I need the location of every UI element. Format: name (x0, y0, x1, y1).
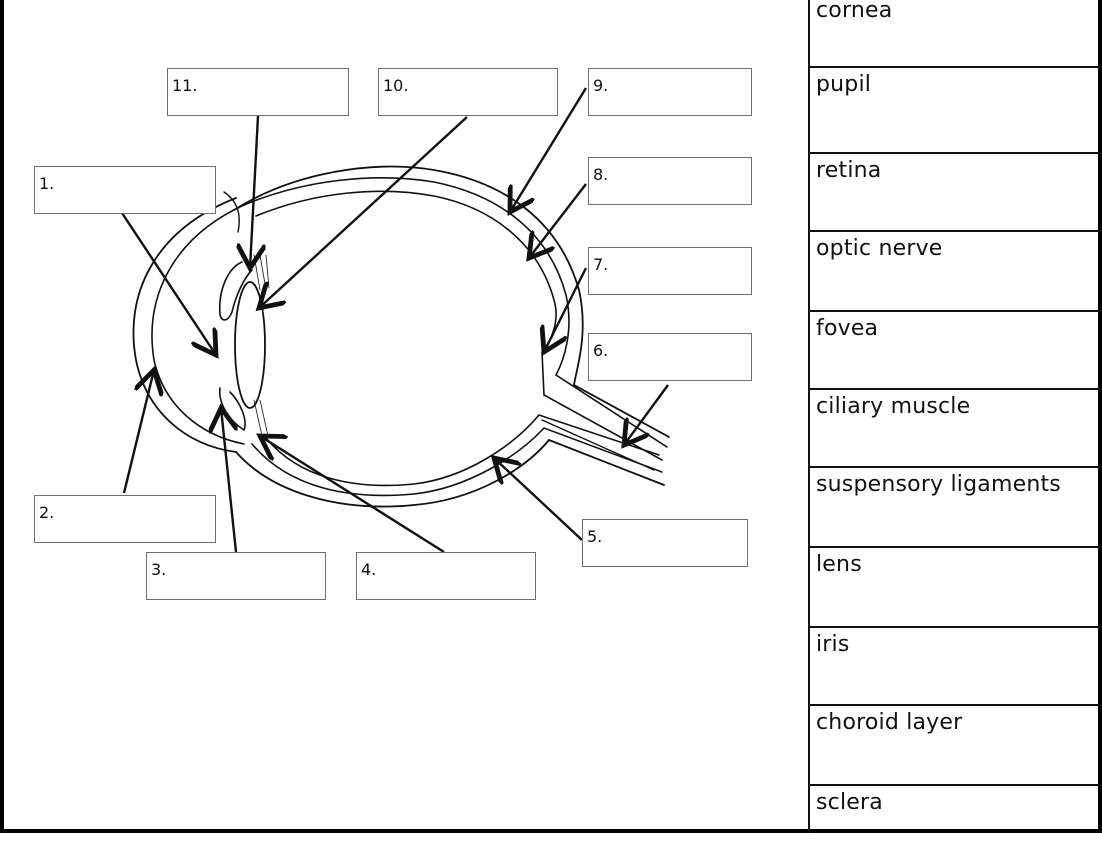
arrow-3 (221, 408, 236, 553)
word-bank-item: iris (810, 626, 1102, 704)
retina-outline-lower (265, 414, 660, 487)
label-box-7[interactable]: 7. (588, 247, 752, 295)
sclera-outline-lower (235, 438, 665, 508)
label-box-6[interactable]: 6. (588, 333, 752, 381)
word-bank-term: cornea (816, 0, 893, 23)
lens-shape (234, 281, 266, 409)
cornea-tip (223, 191, 240, 233)
label-box-3[interactable]: 3. (146, 552, 326, 600)
eye-cross-section-drawing (120, 87, 670, 554)
iris-upper (218, 261, 253, 321)
word-bank-item: cornea (810, 0, 1102, 66)
label-box-number: 6. (593, 341, 609, 360)
retina-outline (255, 190, 663, 461)
label-box-number: 5. (587, 527, 603, 546)
iris-lower (219, 387, 246, 432)
cornea-outer (132, 197, 237, 453)
label-box-4[interactable]: 4. (356, 552, 536, 600)
cornea-inner (151, 204, 245, 445)
arrow-5 (494, 458, 583, 541)
word-bank-term: retina (816, 158, 882, 183)
label-box-number: 10. (383, 76, 409, 95)
label-box-number: 1. (39, 174, 55, 193)
word-bank-item: sclera (810, 784, 1102, 833)
word-bank-item: fovea (810, 310, 1102, 388)
word-bank-item: ciliary muscle (810, 388, 1102, 466)
label-box-number: 2. (39, 503, 55, 522)
arrow-2 (122, 370, 154, 494)
label-box-number: 3. (151, 560, 167, 579)
word-bank-term: ciliary muscle (816, 394, 971, 419)
word-bank-term: pupil (816, 72, 872, 97)
label-box-number: 4. (361, 560, 377, 579)
sclera-outline (233, 165, 670, 438)
word-bank: cornea pupil retina optic nerve fovea ci… (808, 0, 1102, 833)
label-box-number: 11. (172, 76, 198, 95)
word-bank-term: sclera (816, 790, 883, 815)
word-bank-item: lens (810, 546, 1102, 626)
word-bank-term: iris (816, 632, 850, 657)
label-box-10[interactable]: 10. (378, 68, 558, 116)
label-box-number: 7. (593, 255, 609, 274)
arrow-9 (510, 87, 588, 212)
label-box-11[interactable]: 11. (167, 68, 349, 116)
choroid-outline-lower (251, 427, 663, 497)
word-bank-term: optic nerve (816, 236, 943, 261)
arrow-6 (624, 384, 669, 445)
arrow-4 (260, 436, 445, 554)
word-bank-term: lens (816, 552, 862, 577)
word-bank-item: suspensory ligaments (810, 466, 1102, 546)
arrow-10 (259, 116, 468, 308)
label-box-8[interactable]: 8. (588, 157, 752, 205)
word-bank-item: retina (810, 152, 1102, 230)
word-bank-term: fovea (816, 316, 879, 341)
word-bank-item: pupil (810, 66, 1102, 152)
label-box-1[interactable]: 1. (34, 166, 216, 214)
arrow-1 (120, 212, 216, 355)
word-bank-item: choroid layer (810, 704, 1102, 784)
label-box-number: 8. (593, 165, 609, 184)
optic-nerve-line (541, 419, 655, 471)
word-bank-term: suspensory ligaments (816, 472, 1061, 497)
label-box-5[interactable]: 5. (582, 519, 748, 567)
word-bank-term: choroid layer (816, 710, 963, 735)
arrow-8 (529, 183, 587, 258)
arrow-7 (544, 267, 588, 352)
label-box-number: 9. (593, 76, 609, 95)
arrow-11 (250, 115, 258, 268)
suspensory-lines (253, 254, 270, 437)
label-box-9[interactable]: 9. (588, 68, 752, 116)
label-box-2[interactable]: 2. (34, 495, 216, 543)
eye-diagram: 1. 2. 3. 4. 5. 6. 7. 8. 9. 10. 11. (4, 0, 804, 833)
choroid-outline (243, 177, 668, 448)
word-bank-item: optic nerve (810, 230, 1102, 310)
